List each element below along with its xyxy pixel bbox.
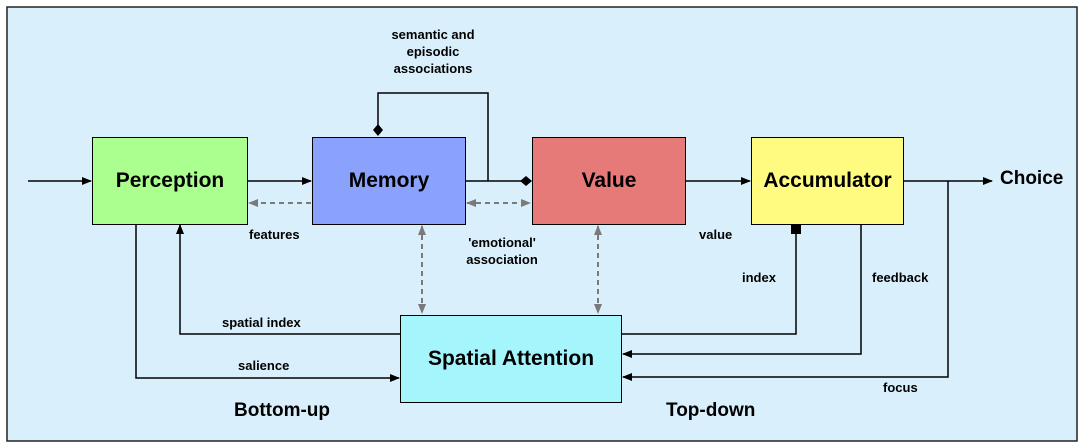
focus-label: focus — [883, 380, 918, 395]
accumulator-label: Accumulator — [763, 169, 892, 192]
top-down-label: Top-down — [666, 400, 756, 421]
feedback-arrow — [622, 225, 862, 358]
spatial-index-arrow — [176, 224, 400, 335]
memory-box: Memory — [312, 137, 466, 225]
value-edge-label: value — [699, 227, 733, 242]
perception-label: Perception — [115, 169, 225, 192]
bottom-up-label: Bottom-up — [234, 400, 331, 421]
emotional-line-2: association — [466, 252, 538, 267]
spatial-attention-label: Spatial Attention — [427, 347, 595, 370]
emotional-line-1: 'emotional' — [468, 235, 536, 250]
perception-box: Perception — [92, 137, 248, 225]
semantic-line-3: associations — [393, 61, 473, 76]
choice-label: Choice — [1000, 168, 1064, 189]
spatial-attention-box: Spatial Attention — [400, 315, 622, 403]
salience-arrow — [135, 225, 400, 382]
semantic-line-1: semantic and — [391, 27, 475, 42]
features-label: features — [249, 227, 300, 242]
value-box: Value — [532, 137, 686, 225]
memory-association-loop — [373, 92, 489, 181]
memory-label: Memory — [348, 169, 430, 192]
focus-arrow — [622, 181, 949, 381]
spatial-index-label: spatial index — [222, 315, 301, 330]
semantic-episodic-label: semantic and episodic associations — [368, 26, 498, 77]
accumulator-box: Accumulator — [751, 137, 904, 225]
feedback-label: feedback — [872, 270, 929, 285]
index-label: index — [742, 270, 776, 285]
emotional-association-label: 'emotional' association — [447, 234, 557, 268]
salience-label: salience — [238, 358, 290, 373]
value-node-label: Value — [581, 169, 637, 192]
semantic-line-2: episodic — [406, 44, 460, 59]
index-link — [622, 224, 801, 335]
